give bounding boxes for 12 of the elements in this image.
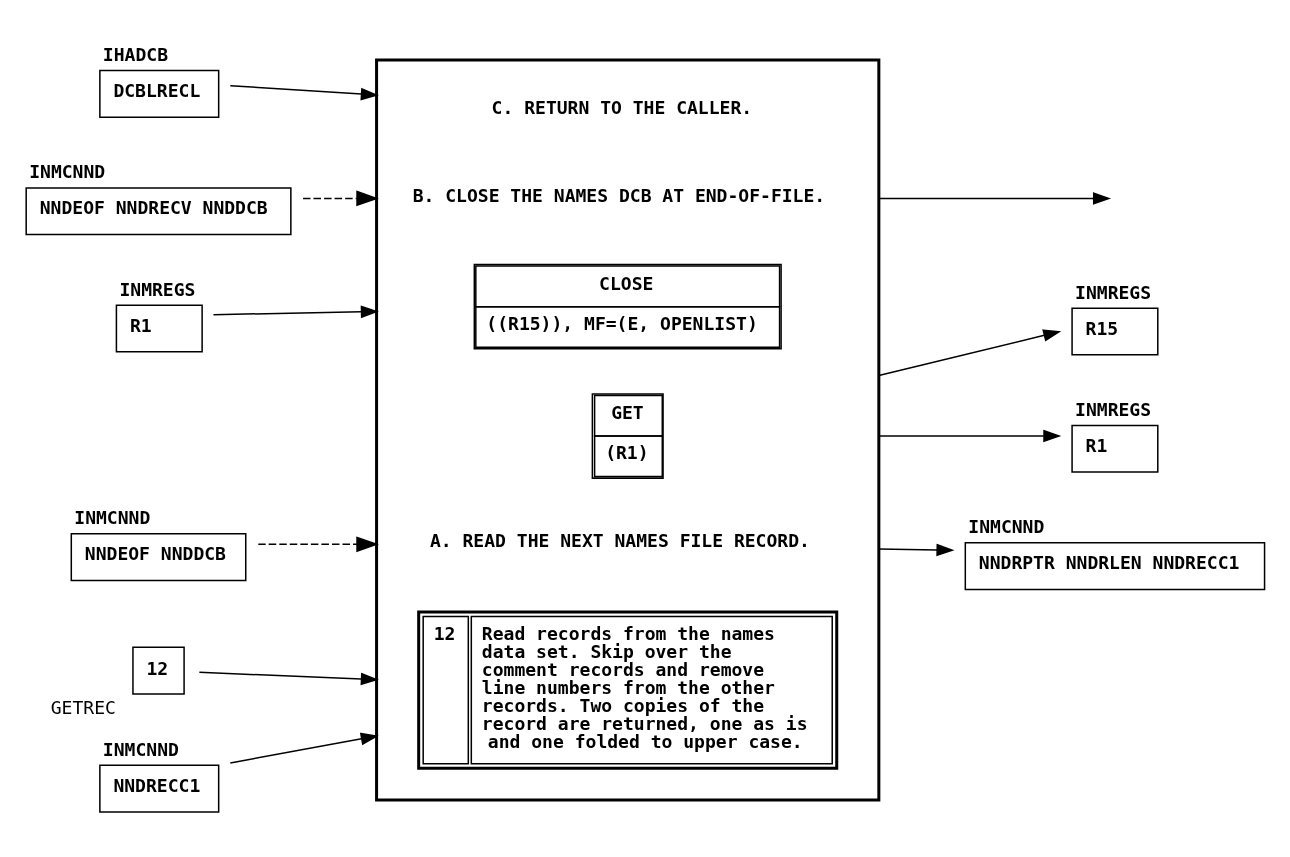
node-label: INMREGS [1075, 281, 1152, 303]
node-label: INMCNND [74, 507, 151, 529]
node-label: GETREC [50, 697, 116, 719]
node-text: C. RETURN TO THE CALLER. [491, 97, 753, 119]
node-text: B. CLOSE THE NAMES DCB AT END-OF-FILE. [412, 184, 826, 206]
node-label: INMCNND [968, 516, 1045, 538]
node-label: INMCNND [29, 161, 106, 183]
node-label: INMREGS [1075, 398, 1152, 420]
node-label: INMCNND [102, 738, 179, 760]
node-label: INMREGS [119, 278, 196, 300]
node-text: A. READ THE NEXT NAMES FILE RECORD. [429, 530, 810, 552]
node-label: IHADCB [102, 43, 169, 65]
